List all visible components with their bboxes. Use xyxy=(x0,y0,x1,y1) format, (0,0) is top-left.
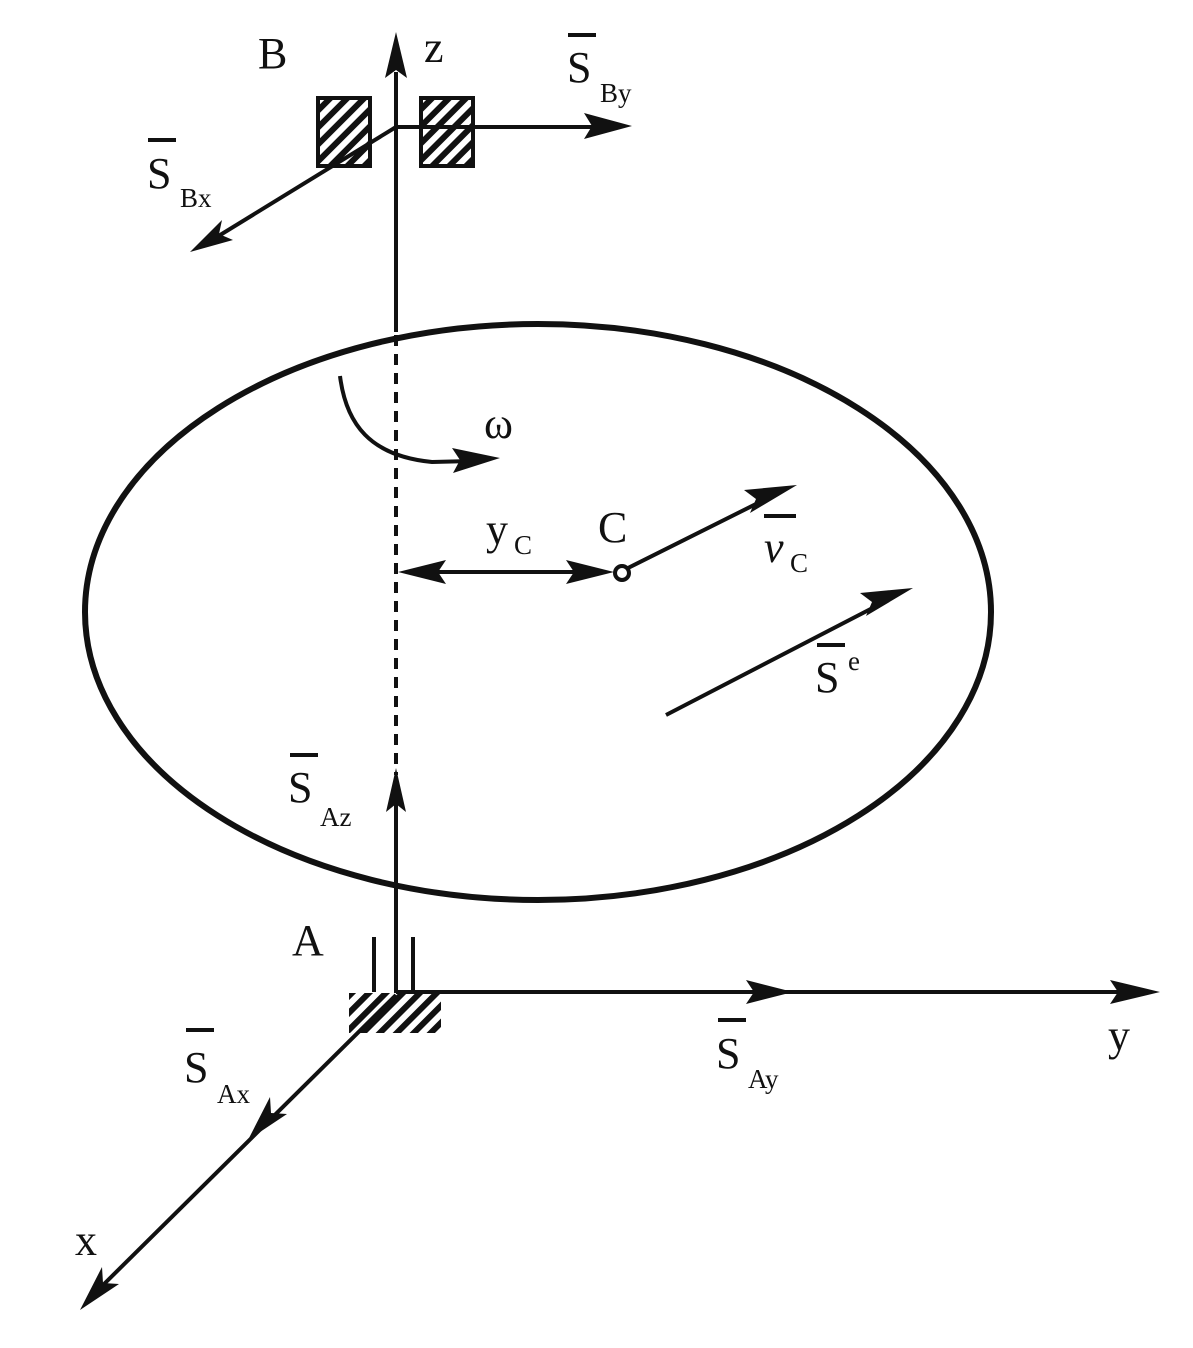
s-e-label-main: S xyxy=(815,653,839,702)
s-e-arrowhead xyxy=(860,588,913,616)
s-az-arrowhead xyxy=(386,768,406,812)
v-c-label-main: v xyxy=(764,523,784,572)
omega-arrowhead xyxy=(452,448,500,473)
point-c-marker xyxy=(613,564,631,582)
s-bx-label-sub: Bx xyxy=(180,183,212,213)
x-axis xyxy=(94,993,398,1294)
bearing-b-right-block xyxy=(419,96,475,168)
s-by-arrowhead xyxy=(584,113,632,139)
s-ax-arrowhead xyxy=(248,1097,287,1140)
point-b-label: B xyxy=(258,29,287,78)
s-by-label-sub: By xyxy=(600,78,632,108)
y-axis-arrowhead xyxy=(1110,980,1160,1004)
s-ay-arrowhead xyxy=(746,980,793,1004)
y-c-label-main: y xyxy=(486,505,508,554)
v-c-vector xyxy=(627,494,773,570)
s-ax-label-sub: Ax xyxy=(217,1079,250,1109)
omega-label: ω xyxy=(484,399,513,448)
s-bx-arrowhead xyxy=(190,220,233,252)
s-e-vector xyxy=(665,598,889,717)
s-bx-vector xyxy=(210,125,398,242)
bearing-b-left-block xyxy=(316,96,372,168)
v-c-label-sub: C xyxy=(790,548,808,578)
z-axis-arrowhead xyxy=(385,32,407,78)
z-axis-label: z xyxy=(424,23,444,72)
v-c-arrowhead xyxy=(744,485,797,513)
point-c-label: C xyxy=(598,503,627,552)
s-e-label-sup: e xyxy=(848,646,860,676)
y-axis-label: y xyxy=(1108,1011,1130,1060)
s-ay-label-main: S xyxy=(716,1029,740,1078)
x-axis-label: x xyxy=(75,1216,97,1265)
omega-rotation-arc xyxy=(338,375,473,465)
s-az-label-main: S xyxy=(288,763,312,812)
y-c-label-sub: C xyxy=(514,530,532,560)
s-bx-label-main: S xyxy=(147,149,171,198)
s-ay-label-sub: Ay xyxy=(748,1064,779,1094)
s-ax-label-main: S xyxy=(184,1043,208,1092)
y-c-left-arrowhead xyxy=(398,560,446,584)
x-axis-arrowhead xyxy=(80,1267,119,1310)
s-by-label-main: S xyxy=(567,43,591,92)
s-az-label-sub: Az xyxy=(320,802,351,832)
y-c-right-arrowhead xyxy=(566,560,614,584)
point-a-label: A xyxy=(292,916,324,965)
rigid-body-ellipse xyxy=(82,321,994,903)
